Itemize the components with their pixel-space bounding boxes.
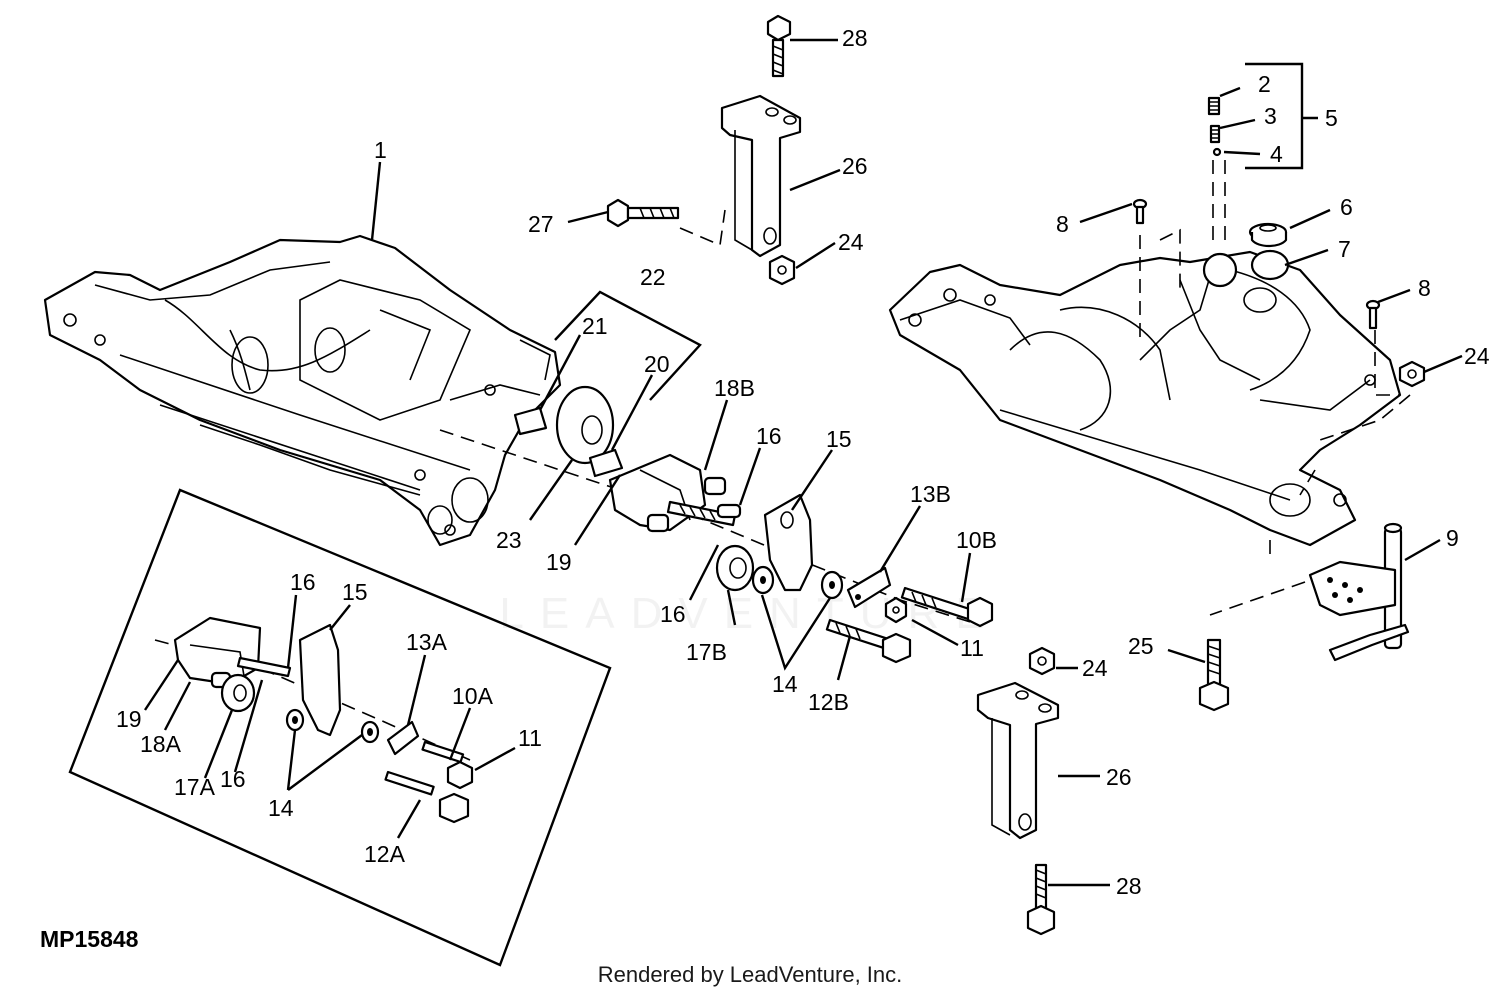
- bracket-part-13B: [846, 566, 892, 609]
- bolt-part-10B: [900, 586, 994, 628]
- callout-4: 4: [1270, 141, 1283, 167]
- bolt-part-27: [606, 198, 726, 247]
- inset-callout-16-lower: 16: [220, 766, 246, 792]
- callout-26-lower: 26: [1106, 764, 1132, 790]
- callout-5: 5: [1325, 105, 1338, 131]
- nut-part-24-top: [768, 254, 796, 286]
- screw-part-8-top: [1132, 198, 1148, 225]
- plug-part-6: [1248, 222, 1288, 248]
- callout-8-top: 8: [1056, 211, 1069, 237]
- callout-16-lower: 16: [660, 601, 686, 627]
- callout-21: 21: [582, 313, 608, 339]
- key-part-21: [513, 406, 548, 436]
- bolt-part-25: [1198, 638, 1230, 712]
- callout-6: 6: [1340, 194, 1353, 220]
- inset-callout-14: 14: [268, 795, 294, 821]
- callout-2: 2: [1258, 71, 1271, 97]
- callout-13B: 13B: [910, 481, 951, 507]
- left-housing-part-1: [43, 234, 562, 547]
- leader-lines: [143, 38, 1463, 887]
- bracket-part-26-top: [720, 94, 802, 258]
- callout-14: 14: [772, 671, 798, 697]
- diagram-code: MP15848: [40, 926, 139, 952]
- callout-24-lower: 24: [1082, 655, 1108, 681]
- callout-24-top: 24: [838, 229, 864, 255]
- inset-callout-15: 15: [342, 579, 368, 605]
- callout-1: 1: [374, 137, 387, 163]
- callout-28-top: 28: [842, 25, 868, 51]
- inset-callout-18A: 18A: [140, 731, 182, 757]
- inset-callout-16-upper: 16: [290, 569, 316, 595]
- callout-18B: 18B: [714, 375, 755, 401]
- nut-part-24-right: [1398, 360, 1426, 388]
- callout-20: 20: [644, 351, 670, 377]
- callout-28-lower: 28: [1116, 873, 1142, 899]
- callout-7: 7: [1338, 236, 1351, 262]
- callout-23: 23: [496, 527, 522, 553]
- bolt-part-12B: [825, 618, 912, 664]
- bearing-part-23: [555, 385, 615, 465]
- bolt-part-28-lower: [1026, 863, 1056, 936]
- callout-24-right: 24: [1464, 343, 1490, 369]
- bracket-part-26-lower: [976, 681, 1060, 840]
- inset-callout-19: 19: [116, 706, 142, 732]
- plate-part-15: [763, 493, 814, 592]
- callout-22: 22: [640, 264, 666, 290]
- inset-callout-10A: 10A: [452, 683, 494, 709]
- shaft-bracket-part-9: [1209, 522, 1410, 662]
- axle-centerline: [439, 429, 981, 626]
- screw-part-8-right: [1365, 299, 1381, 330]
- callout-27: 27: [528, 211, 554, 237]
- callout-26-top: 26: [842, 153, 868, 179]
- inset-callout-13A: 13A: [406, 629, 448, 655]
- right-housing-part-7: [888, 228, 1411, 560]
- bolt-part-28-top: [766, 14, 792, 78]
- callout-8-right: 8: [1418, 275, 1431, 301]
- pin-part-18B: [646, 476, 727, 533]
- callout-19: 19: [546, 549, 572, 575]
- callout-9: 9: [1446, 525, 1459, 551]
- spring-plunger-stack: [1207, 96, 1226, 240]
- inset-alternate-assembly: [68, 488, 612, 967]
- callout-15: 15: [826, 426, 852, 452]
- callout-11: 11: [960, 635, 984, 661]
- inset-callout-17A: 17A: [174, 774, 216, 800]
- nut-part-24-lower: [1028, 646, 1056, 676]
- inset-callout-11: 11: [518, 725, 542, 751]
- callout-3: 3: [1264, 103, 1277, 129]
- callout-12B: 12B: [808, 689, 849, 715]
- callout-10B: 10B: [956, 527, 997, 553]
- callout-25: 25: [1128, 633, 1154, 659]
- footer-credit: Rendered by LeadVenture, Inc.: [597, 962, 903, 987]
- pin-part-16: [666, 500, 742, 527]
- nut-part-11: [884, 596, 908, 624]
- washers-part-14: [751, 565, 844, 600]
- callout-labels: 1 2 3 4 5 6 7 8 8 24 9 25 28 26 27 24 22…: [116, 25, 1490, 899]
- inset-callout-12A: 12A: [364, 841, 406, 867]
- key-part-20: [588, 448, 624, 478]
- callout-16-upper: 16: [756, 423, 782, 449]
- spacer-part-17B: [715, 544, 755, 592]
- callout-17B: 17B: [686, 639, 727, 665]
